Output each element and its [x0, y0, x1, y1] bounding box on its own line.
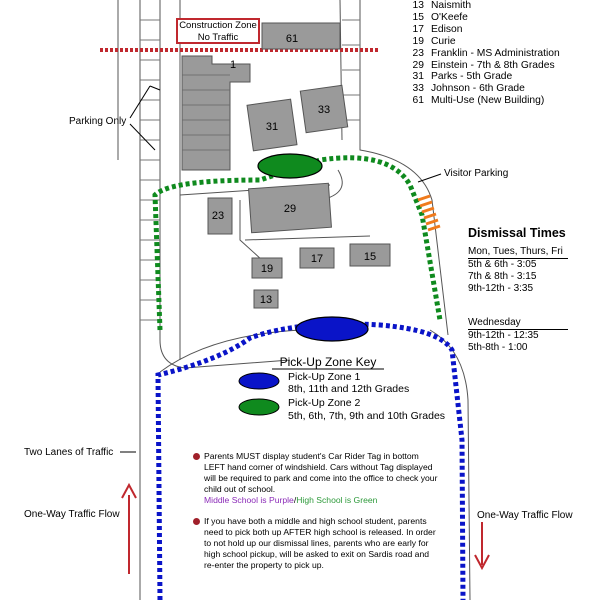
building-key-number: 29 — [412, 59, 424, 71]
building-key-row: 19 Curie — [396, 36, 600, 48]
building-key-number: 23 — [412, 47, 424, 59]
zone2-route — [152, 155, 443, 331]
label-b17: 17 — [311, 253, 323, 265]
label-b19: 19 — [261, 263, 273, 275]
label-b23: 23 — [212, 210, 224, 222]
key-zone1-grades: 8th, 11th and 12th Grades — [288, 383, 409, 395]
building-key-row: 13 Naismith — [396, 0, 600, 12]
visitor-parking-label: Visitor Parking — [444, 168, 509, 179]
building-key-number: 31 — [412, 71, 424, 83]
buildings — [181, 22, 391, 309]
construction-line2: No Traffic — [197, 32, 239, 43]
building-key-list: 13 Naismith 15 O'Keefe 17 Edison 19 Curie 23 Fran… — [396, 0, 600, 107]
building-key-row: 15 O'Keefe — [396, 12, 600, 24]
building-key-number: 17 — [412, 23, 424, 35]
zone1-route — [155, 321, 466, 600]
dismissal-title: Dismissal Times — [468, 226, 566, 240]
key-zone2-name: Pick-Up Zone 2 — [288, 397, 361, 409]
key-zone1-swatch — [238, 372, 280, 390]
building-key-name: O'Keefe — [431, 11, 468, 23]
building-19 — [251, 257, 283, 279]
dismissal-g1-line: 9th-12th - 3:35 — [468, 283, 534, 294]
parking-only-label: Parking Only — [69, 116, 127, 127]
one-way-right-label: One-Way Traffic Flow — [477, 510, 573, 521]
building-key-name: Einstein - 7th & 8th Grades — [431, 59, 555, 71]
building-key-row: 17 Edison — [396, 24, 600, 36]
bullet-icon — [193, 518, 200, 525]
note-1-green: High School is Green — [296, 495, 378, 505]
pickup-zone-2-oval — [257, 153, 323, 179]
dismissal-times: Dismissal Times Mon, Tues, Thurs, Fri 5t… — [468, 226, 600, 354]
pickup-key-title: Pick-Up Zone Key — [280, 355, 377, 369]
note-1-sep: / — [293, 495, 297, 505]
building-key-number: 13 — [412, 0, 424, 11]
building-17 — [299, 247, 335, 269]
building-15 — [349, 243, 391, 267]
building-23 — [207, 197, 233, 235]
label-b13: 13 — [260, 294, 272, 306]
parking-only-leaders — [129, 85, 161, 151]
key-zone1-name: Pick-Up Zone 1 — [288, 371, 361, 383]
construction-zone-sign: Construction Zone No Traffic — [176, 18, 260, 44]
label-b1: 1 — [230, 59, 236, 71]
building-key-name: Edison — [431, 23, 463, 35]
note-1: Parents MUST display student's Car Rider… — [193, 451, 439, 506]
one-way-left-label: One-Way Traffic Flow — [24, 509, 120, 520]
note-1-purple: Middle School is Purple — [204, 495, 294, 505]
building-key-name: Curie — [431, 35, 456, 47]
label-b61: 61 — [286, 33, 298, 45]
two-lanes-label: Two Lanes of Traffic — [24, 447, 114, 458]
building-1-texture — [182, 74, 230, 151]
label-b33: 33 — [318, 104, 330, 116]
building-key-name: Johnson - 6th Grade — [431, 83, 525, 95]
key-zone2-swatch — [238, 398, 280, 416]
parking-stalls — [140, 19, 360, 321]
arrow-down — [474, 522, 490, 571]
building-31 — [246, 98, 298, 152]
label-b15: 15 — [364, 251, 376, 263]
building-key-number: 19 — [412, 35, 424, 47]
pickup-key: Pick-Up Zone Key Pick-Up Zone 1 8th, 11t… — [238, 355, 445, 422]
building-29 — [248, 182, 332, 234]
building-key-row: 31 Parks - 5th Grade — [396, 71, 600, 83]
label-b31: 31 — [266, 121, 278, 133]
building-61 — [261, 22, 341, 50]
building-13 — [253, 289, 279, 309]
parent-notes: Parents MUST display student's Car Rider… — [193, 451, 439, 581]
building-key-number: 33 — [412, 83, 424, 95]
pickup-zone-1-oval — [295, 316, 369, 342]
building-key-number: 15 — [412, 11, 424, 23]
building-key-row: 61 Multi-Use (New Building) — [396, 95, 600, 107]
building-key-row: 33 Johnson - 6th Grade — [396, 83, 600, 95]
key-zone2-grades: 5th, 6th, 7th, 9th and 10th Grades — [288, 410, 445, 422]
building-key-row: 29 Einstein - 7th & 8th Grades — [396, 60, 600, 72]
dismissal-group2-header: Wednesday — [468, 317, 568, 330]
dismissal-g1-line: 7th & 8th - 3:15 — [468, 271, 537, 282]
label-b29: 29 — [284, 203, 296, 215]
building-key-row: 23 Franklin - MS Administration — [396, 48, 600, 60]
building-key-name: Parks - 5th Grade — [431, 71, 513, 83]
building-key-name: Franklin - MS Administration — [431, 47, 560, 59]
dismissal-g2-line: 5th-8th - 1:00 — [468, 342, 528, 353]
note-1-text: Parents MUST display student's Car Rider… — [204, 451, 438, 494]
dismissal-g2-line: 9th-12th - 12:35 — [468, 330, 539, 341]
visitor-leader — [417, 173, 442, 183]
note-2-text: If you have both a middle and high schoo… — [204, 516, 436, 570]
building-1 — [181, 55, 251, 171]
note-2: If you have both a middle and high schoo… — [193, 516, 439, 571]
dismissal-group1-header: Mon, Tues, Thurs, Fri — [468, 246, 568, 259]
building-key-name: Multi-Use (New Building) — [431, 95, 545, 107]
construction-line1: Construction Zone — [179, 20, 257, 31]
building-key-name: Naismith — [431, 0, 472, 11]
dismissal-g1-line: 5th & 6th - 3:05 — [468, 259, 537, 270]
arrow-up — [121, 482, 137, 574]
visitor-parking-marks — [417, 194, 441, 232]
building-key-number: 61 — [412, 95, 424, 107]
building-33 — [299, 84, 349, 134]
bullet-icon — [193, 453, 200, 460]
